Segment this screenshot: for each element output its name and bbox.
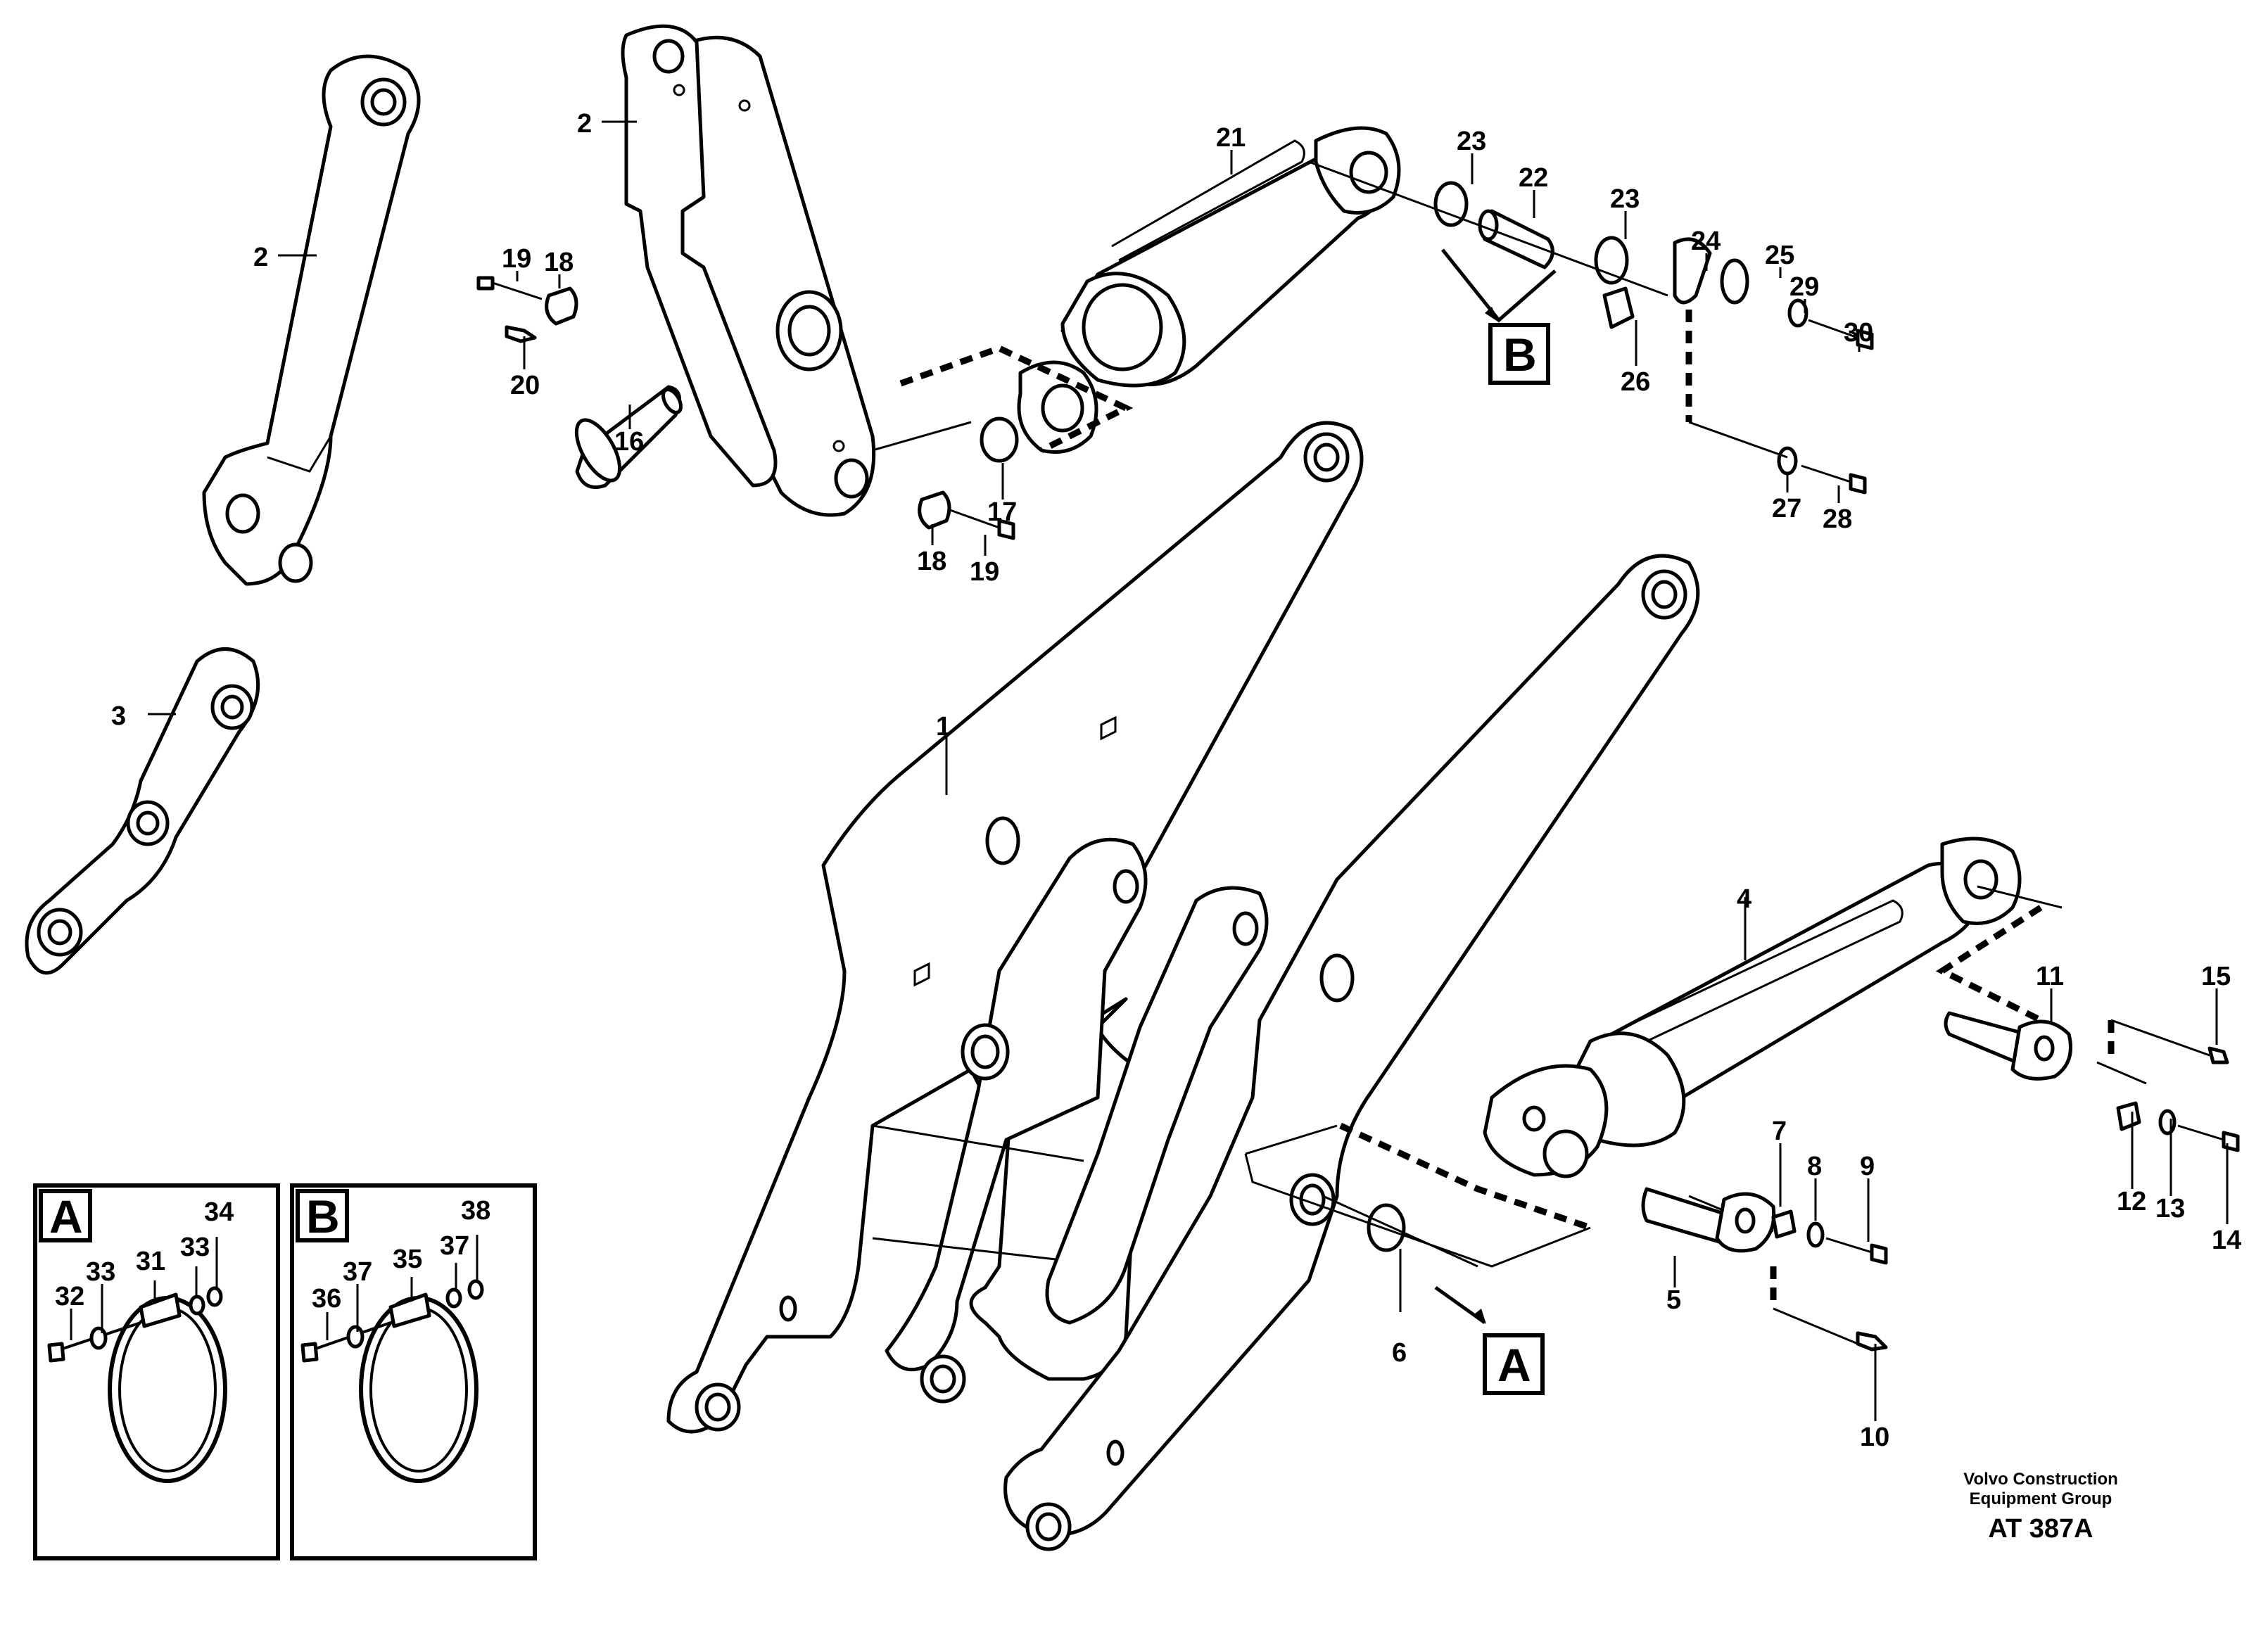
assembly-dash-upper-left [899, 345, 1134, 454]
inset-a-callout-31: 31 [136, 1247, 165, 1276]
washer-part-25 [1720, 258, 1749, 305]
callout-22: 22 [1519, 163, 1548, 193]
sleeve-part-7 [1771, 1209, 1797, 1239]
plate-part-24 [1673, 237, 1712, 305]
svg-text:B: B [1503, 329, 1537, 381]
callout-leaders [148, 120, 2229, 1421]
washer-part-8 [1806, 1221, 1825, 1248]
washer-part-13 [2158, 1109, 2177, 1136]
bolt-part-19-upper [476, 276, 543, 300]
inset-b-callout-37-right: 37 [440, 1231, 469, 1261]
inset-b-callout-35: 35 [393, 1245, 422, 1274]
callout-2-bellcrank: 2 [577, 109, 592, 139]
hydraulic-cylinder-part-4 [1483, 837, 2022, 1178]
callout-20: 20 [510, 371, 540, 400]
ring-part-6 [1367, 1203, 1406, 1252]
callout-7: 7 [1772, 1117, 1787, 1146]
callout-29: 29 [1789, 272, 1819, 302]
callout-21: 21 [1216, 123, 1246, 153]
callout-26: 26 [1621, 367, 1650, 397]
inset-a-callout-32: 32 [55, 1282, 84, 1311]
bellcrank-plates-part-2 [621, 24, 876, 517]
callout-23-right: 23 [1610, 184, 1640, 214]
inset-b-letter: B [306, 1190, 340, 1242]
inset-a-callout-33-left: 33 [86, 1257, 115, 1287]
callout-6: 6 [1392, 1338, 1407, 1368]
callout-2-rod: 2 [253, 243, 268, 272]
callout-19-lower: 19 [970, 557, 999, 587]
callout-11: 11 [2036, 962, 2064, 991]
callout-numbers: 1 2 2 3 4 5 6 7 8 9 10 11 12 13 14 15 16… [111, 109, 2241, 1452]
bolt-part-19-lower [949, 509, 1015, 540]
assembly-dash-lower-left [1339, 1122, 1592, 1231]
callout-24: 24 [1691, 227, 1721, 256]
callout-8: 8 [1807, 1152, 1822, 1181]
callout-23-left: 23 [1457, 127, 1486, 156]
callout-4: 4 [1737, 884, 1751, 914]
inset-a-letter: A [49, 1190, 83, 1242]
bolt-part-9 [1825, 1237, 1888, 1265]
link-plate-part-3 [25, 647, 260, 975]
ring-part-17 [980, 416, 1019, 463]
grease-nipple-part-10 [1856, 1331, 1888, 1352]
pin-part-16 [574, 385, 683, 489]
callout-10: 10 [1860, 1423, 1889, 1452]
inset-b-callout-36: 36 [312, 1284, 341, 1314]
callout-1: 1 [936, 712, 951, 742]
pin-part-5 [1641, 1187, 1776, 1253]
spacer-part-18-lower [918, 490, 951, 530]
callout-13: 13 [2155, 1194, 2185, 1223]
callout-15: 15 [2201, 962, 2231, 991]
callout-30: 30 [1844, 318, 1873, 348]
detail-ref-b: B [1441, 248, 1557, 385]
lift-arm-frame-part-1 [666, 421, 1700, 1551]
grease-nipple-part-20 [505, 325, 537, 343]
figure-id: AT 387A [1988, 1514, 2093, 1544]
arm-pivot-boss [1289, 1173, 1336, 1226]
credit-line-2: Equipment Group [1970, 1489, 2112, 1508]
inset-b-callout-38: 38 [461, 1196, 490, 1226]
callout-25: 25 [1765, 241, 1794, 270]
sleeve-part-12 [2116, 1101, 2141, 1131]
washer-part-27 [1777, 446, 1798, 476]
hydraulic-cylinder-part-21 [1017, 126, 1401, 454]
grease-nipple-part-15 [2110, 1019, 2229, 1064]
inset-a-callout-33-right: 33 [180, 1233, 210, 1262]
ring-part-23-left [1433, 181, 1469, 227]
callout-28: 28 [1823, 504, 1852, 534]
callout-17: 17 [987, 497, 1017, 527]
callout-27: 27 [1772, 494, 1801, 523]
inset-b-callout-37-left: 37 [343, 1257, 372, 1287]
svg-text:A: A [1497, 1339, 1531, 1391]
credit-block: Volvo Construction Equipment Group AT 38… [1963, 1470, 2118, 1544]
assembly-dash-lower-right [1770, 905, 2115, 1309]
credit-line-1: Volvo Construction [1963, 1470, 2118, 1489]
inset-a-callout-34: 34 [204, 1197, 234, 1227]
link-rod-part-2 [202, 54, 421, 586]
callout-18-lower: 18 [917, 547, 946, 576]
callout-12: 12 [2117, 1187, 2146, 1216]
callout-5: 5 [1666, 1285, 1681, 1315]
callout-16: 16 [614, 427, 644, 457]
spacer-part-18-upper [545, 286, 578, 326]
pin-part-11 [1944, 1011, 2072, 1081]
washer-part-29 [1787, 298, 1808, 328]
callout-9: 9 [1860, 1152, 1875, 1181]
callout-18-upper: 18 [544, 248, 574, 277]
callout-19-upper: 19 [502, 244, 531, 274]
callout-14: 14 [2212, 1226, 2241, 1255]
bolt-part-30 [1808, 319, 1874, 350]
ring-part-23-right [1594, 236, 1629, 285]
inset-a: A 31 32 33 33 34 [33, 1183, 280, 1560]
detail-ref-a: A [1434, 1285, 1545, 1395]
callout-3: 3 [111, 701, 126, 731]
bolt-part-14 [2177, 1124, 2240, 1152]
sleeve-part-26 [1602, 286, 1635, 329]
inset-b: B 35 36 37 37 38 [290, 1183, 537, 1560]
bolt-part-28 [1801, 464, 1867, 495]
